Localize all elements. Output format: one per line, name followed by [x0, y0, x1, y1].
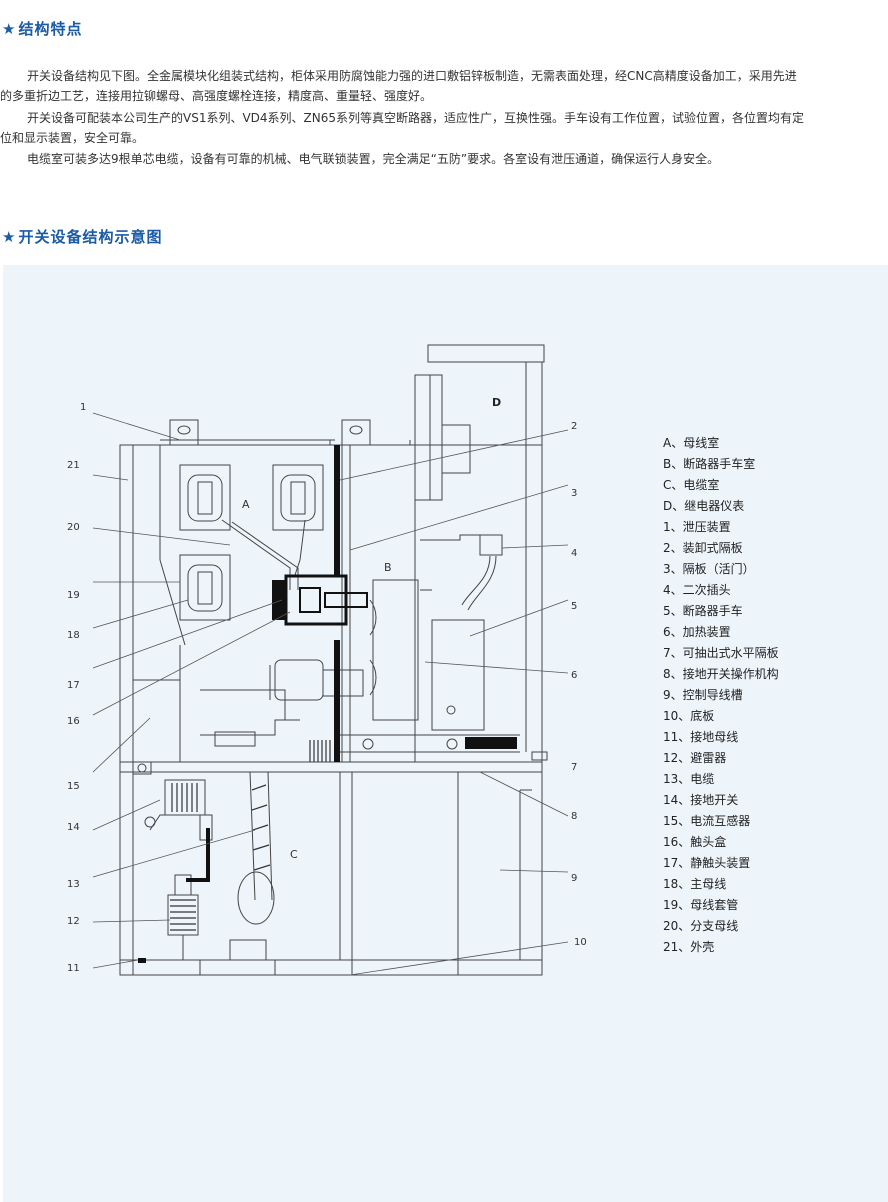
- legend-item: 5、断路器手车: [663, 604, 743, 618]
- legend-item: 20、分支母线: [663, 919, 739, 933]
- legend-item: B、断路器手车室: [663, 457, 756, 471]
- callout-number: 13: [67, 879, 80, 890]
- legend-item: 18、主母线: [663, 877, 727, 891]
- callout-number: 8: [571, 811, 577, 822]
- callout-number: 20: [67, 522, 80, 533]
- section-heading-structure: ★结构特点: [2, 18, 82, 39]
- paragraph-line-5: 电缆室可装多达9根单芯电缆，设备有可靠的机械、电气联锁装置，完全满足“五防”要求…: [27, 152, 720, 166]
- legend-item: D、继电器仪表: [663, 499, 745, 513]
- callout-number: 14: [67, 822, 80, 833]
- callout-number: 5: [571, 601, 577, 612]
- relay-top-plate: [427, 344, 545, 363]
- paragraph-line-2: 的多重折边工艺，连接用拉铆螺母、高强度螺栓连接，精度高、重量轻、强度好。: [0, 89, 433, 103]
- callout-number: 6: [571, 670, 577, 681]
- busbar-bushing-2: [272, 464, 324, 531]
- legend-item: 17、静触头装置: [663, 856, 751, 870]
- busbar-bushing-1: [179, 464, 231, 531]
- legend-item: A、母线室: [663, 436, 720, 450]
- legend-item: 11、接地母线: [663, 730, 739, 744]
- legend-item: 10、底板: [663, 709, 715, 723]
- lifting-lug-left: [169, 419, 199, 446]
- legend-item: 6、加热装置: [663, 625, 731, 639]
- callout-number: 4: [571, 548, 577, 559]
- section-heading-diagram: ★开关设备结构示意图: [2, 226, 162, 247]
- legend-item: 19、母线套管: [663, 898, 739, 912]
- lifting-lug-right: [341, 419, 371, 446]
- callout-number: 3: [571, 488, 577, 499]
- zone-label-d: D: [492, 396, 501, 409]
- paragraph-line-1: 开关设备结构见下图。全金属模块化组装式结构，柜体采用防腐蚀能力强的进口敷铝锌板制…: [27, 69, 797, 83]
- legend-item: 14、接地开关: [663, 793, 739, 807]
- legend-item: 13、电缆: [663, 772, 715, 786]
- legend-item: 21、外壳: [663, 940, 715, 954]
- paragraph-line-3: 开关设备可配装本公司生产的VS1系列、VD4系列、ZN65系列等真空断路器，适应…: [27, 111, 805, 125]
- star-icon: ★: [2, 20, 17, 38]
- legend-item: 12、避雷器: [663, 751, 727, 765]
- legend-item: C、电缆室: [663, 478, 720, 492]
- breaker-truck-body: [372, 579, 419, 721]
- legend-item: 1、泄压装置: [663, 520, 731, 534]
- callout-number: 1: [80, 402, 86, 413]
- paragraph-line-4: 位和显示装置，安全可靠。: [0, 131, 145, 145]
- callout-number: 11: [67, 963, 80, 974]
- legend-item: 4、二次插头: [663, 583, 731, 597]
- callout-number: 2: [571, 421, 577, 432]
- legend-item: 8、接地开关操作机构: [663, 667, 779, 681]
- zone-label-b: B: [384, 561, 392, 574]
- callout-number: 17: [67, 680, 80, 691]
- star-icon: ★: [2, 228, 17, 246]
- callout-number: 12: [67, 916, 80, 927]
- legend-item: 15、电流互感器: [663, 814, 751, 828]
- diagram-panel: [3, 265, 888, 1202]
- callout-number: 19: [67, 590, 80, 601]
- busbar-bushing-3: [179, 554, 231, 621]
- callout-number: 9: [571, 873, 577, 884]
- callout-number: 18: [67, 630, 80, 641]
- breaker-truck-side: [431, 619, 485, 731]
- legend-item: 7、可抽出式水平隔板: [663, 646, 779, 660]
- section-title: 开关设备结构示意图: [18, 228, 163, 246]
- legend-item: 9、控制导线槽: [663, 688, 743, 702]
- zone-label-c: C: [290, 848, 298, 861]
- legend-item: 16、触头盒: [663, 835, 727, 849]
- section-title: 结构特点: [18, 20, 83, 38]
- zone-label-a: A: [242, 498, 250, 511]
- callout-number: 7: [571, 762, 577, 773]
- legend-item: 3、隔板（活门）: [663, 562, 755, 576]
- callout-number: 21: [67, 460, 80, 471]
- callout-number: 15: [67, 781, 80, 792]
- callout-number: 16: [67, 716, 80, 727]
- callout-number: 10: [574, 937, 587, 948]
- legend-item: 2、装卸式隔板: [663, 541, 743, 555]
